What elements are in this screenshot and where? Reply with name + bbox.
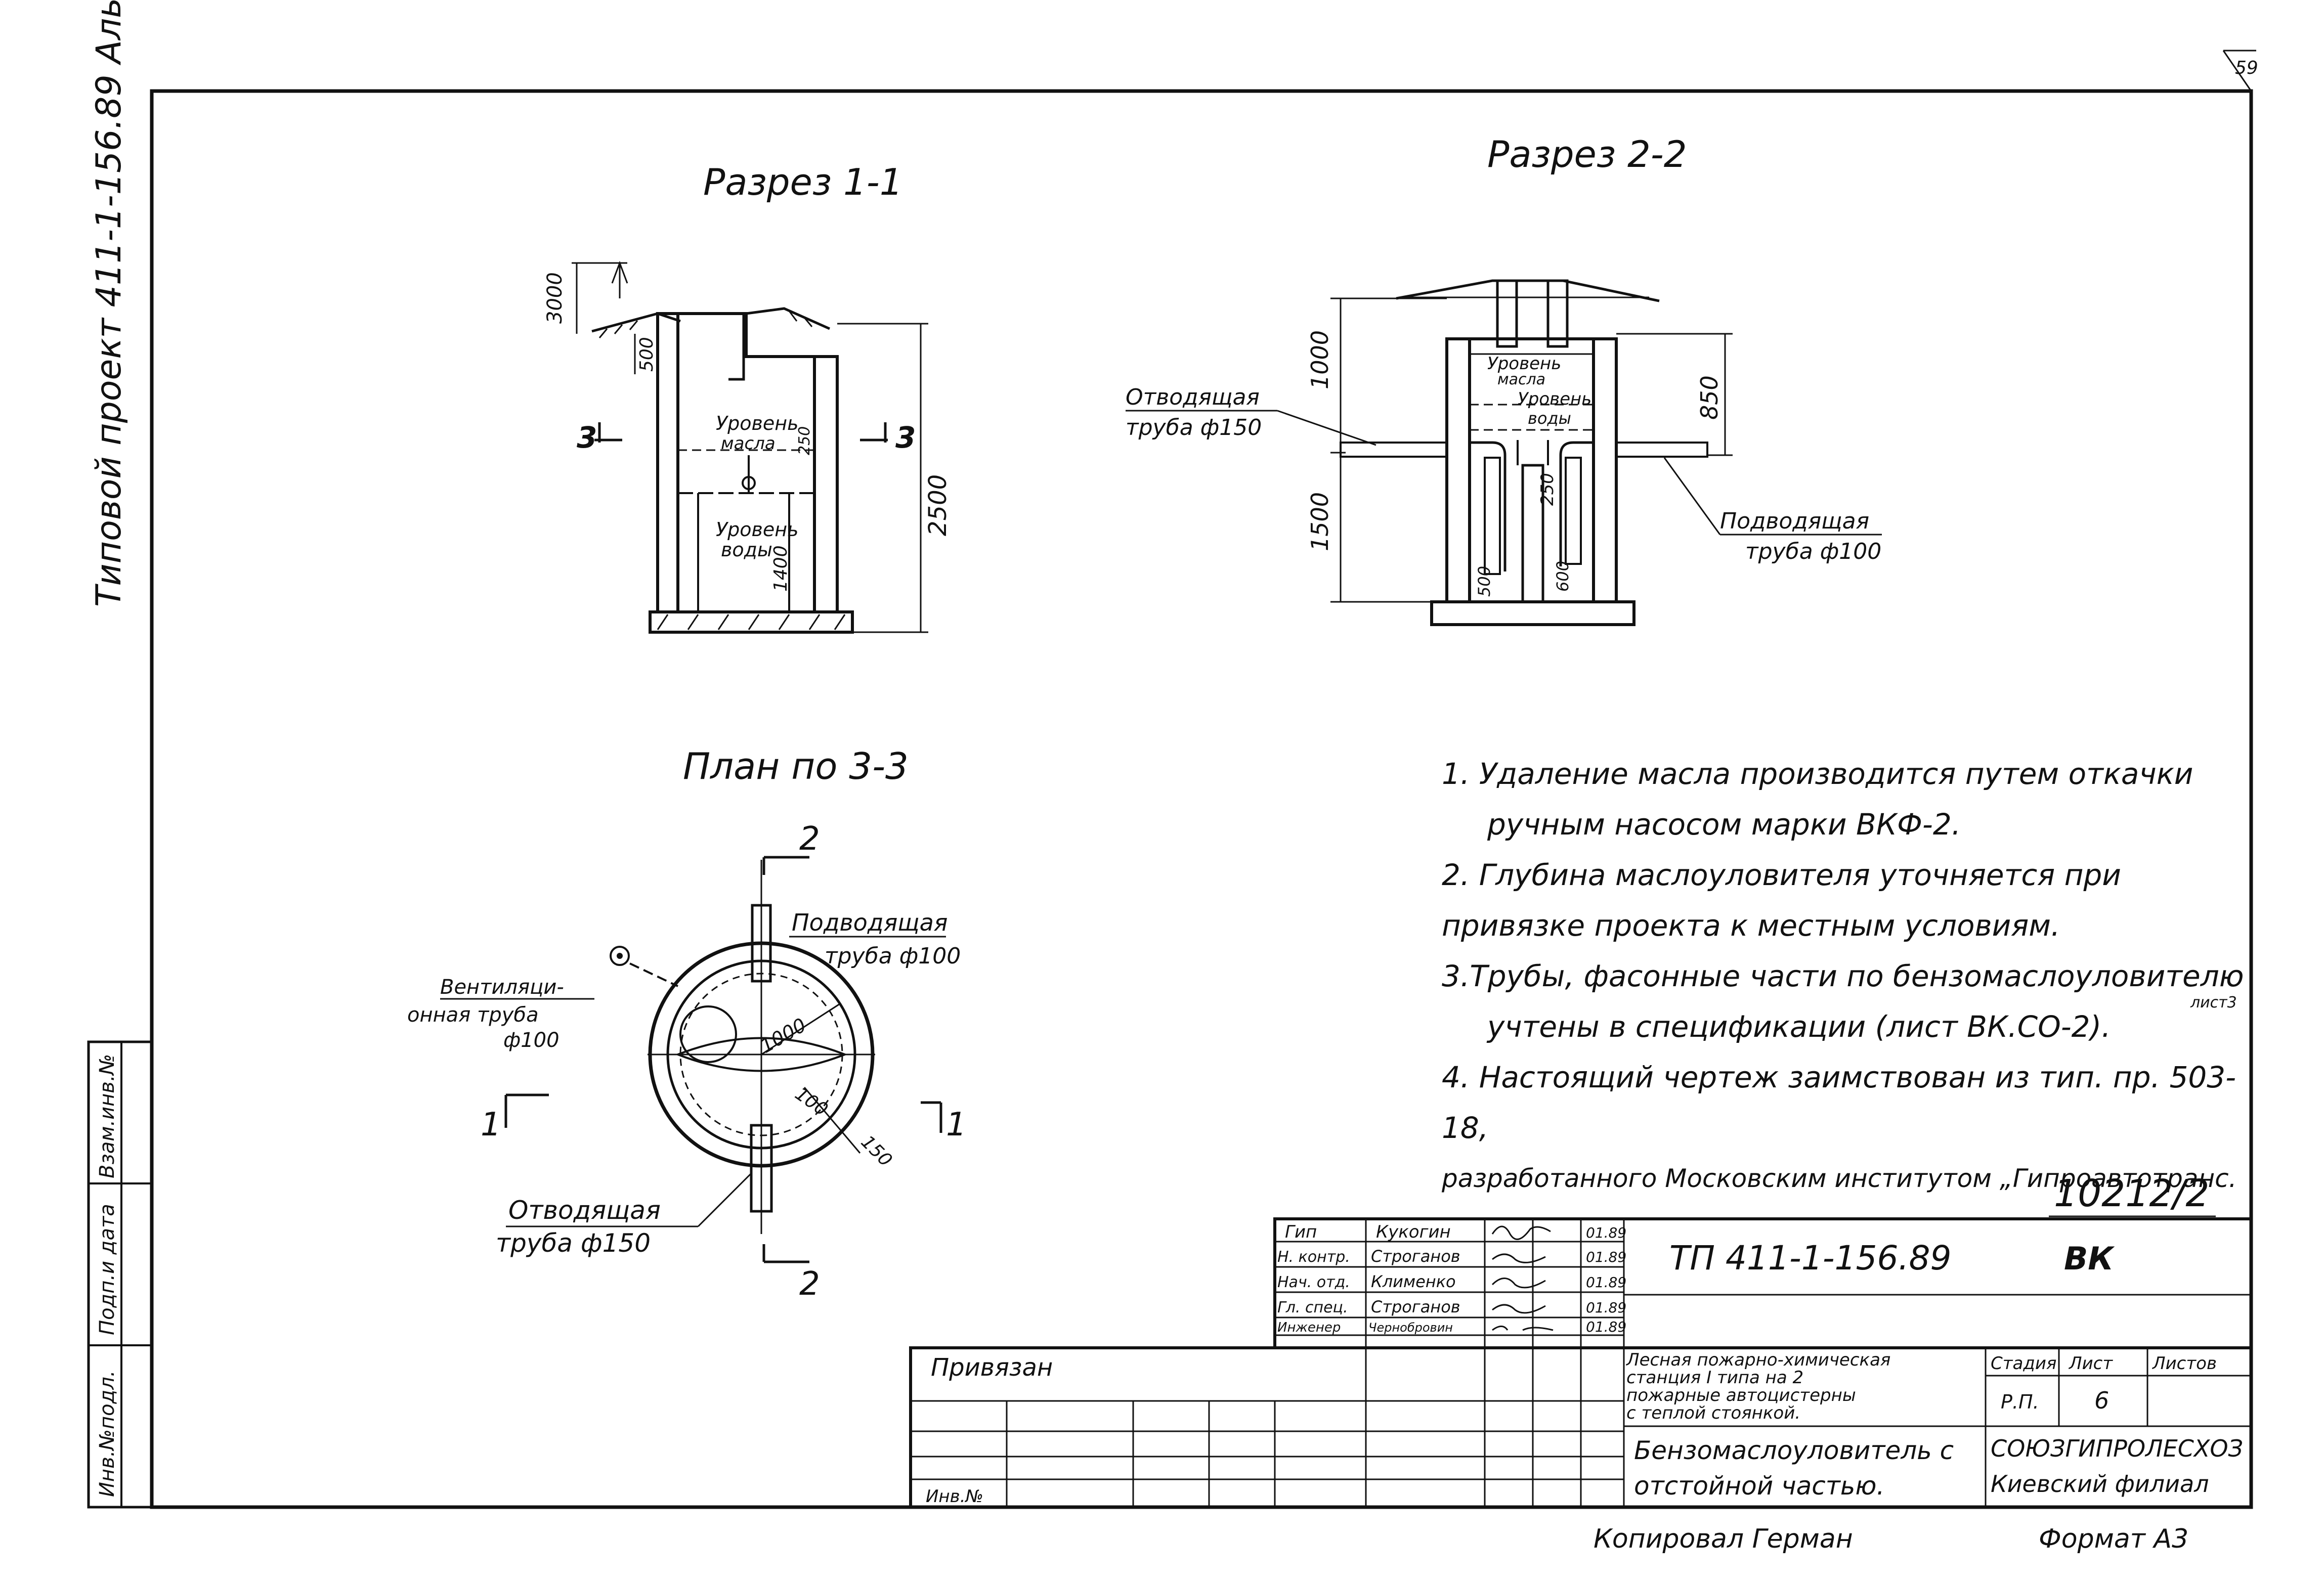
drawing-mark: ВК: [2064, 1240, 2115, 1277]
sig-name-1: Строганов: [1371, 1247, 1460, 1266]
s2-dim-850: 850: [1696, 375, 1723, 420]
s1-dim-1400: 1400: [770, 545, 791, 592]
note-1-line-1: 1. Удаление масла производится путем отк…: [1442, 757, 2193, 791]
plan-outlet-label-1: Отводящая: [508, 1196, 661, 1225]
object-line-4: с теплой стоянкой.: [1626, 1403, 1800, 1423]
plan-title: План по 3-3: [683, 745, 909, 787]
plan-inlet-label-2: труба ф100: [825, 943, 961, 969]
inv-label: Инв.№: [926, 1486, 983, 1507]
section-2-2: Разрез 2-2 1000 1500 850: [1126, 133, 1882, 626]
s1-water-level-2: воды: [721, 539, 772, 561]
notes-block: 1. Удаление масла производится путем отк…: [1442, 749, 2282, 1204]
side-title: Типовой проект 411-1-156.89 Альбом 2: [89, 0, 129, 607]
linked-label: Привязан: [931, 1353, 1053, 1382]
sig-name-0: Кукогин: [1376, 1222, 1451, 1242]
s2-outlet-label-2: труба ф150: [1126, 415, 1262, 441]
organization-1: СОЮЗГИПРОЛЕСХОЗ: [1991, 1435, 2243, 1462]
plan-dim-1000: 1000: [756, 1014, 810, 1057]
note-2-line-1: 2. Глубина маслоуловителя уточняется при: [1442, 858, 2122, 892]
note-3-line-2: учтены в спецификации (лист ВК.СО-2).: [1487, 1009, 2111, 1044]
side-stamp-replaced: Взам.инв.№: [96, 1054, 119, 1178]
plan-vent-label-3: ф100: [503, 1029, 560, 1052]
project-code: ТП 411-1-156.89: [1669, 1239, 1951, 1278]
s1-dim-3000: 3000: [543, 272, 567, 324]
page-number: 59: [2235, 58, 2258, 78]
s1-oil-level-2: масла: [721, 433, 776, 454]
object-line-2: станция I типа на 2: [1626, 1368, 1803, 1388]
sig-date-3: 01.89: [1586, 1299, 1626, 1316]
plan-vent-label-2: онная труба: [407, 1003, 539, 1027]
s2-dim-500: 500: [1475, 566, 1494, 597]
s2-water-level-1: Уровень: [1518, 389, 1591, 409]
side-stamp-inv: Инв.№подл.: [96, 1370, 119, 1497]
sheet-value: 6: [2094, 1387, 2109, 1414]
s1-dim-250: 250: [796, 426, 813, 455]
section-1-title: Разрез 1-1: [703, 161, 903, 203]
sig-date-4: 01.89: [1586, 1318, 1626, 1335]
sig-name-3: Строганов: [1371, 1297, 1460, 1316]
drawing-name-2: отстойной частью.: [1634, 1471, 1884, 1501]
sig-role-0: Гип: [1285, 1222, 1317, 1242]
stage-header: Стадия: [1991, 1353, 2056, 1374]
sig-date-1: 01.89: [1586, 1249, 1626, 1265]
title-block: Гип Кукогин 01.89 Н. контр. Строганов 01…: [909, 1217, 2253, 1509]
s2-inlet-label-1: Подводящая: [1720, 508, 1869, 534]
organization-2: Киевский филиал: [1991, 1470, 2209, 1498]
sig-date-0: 01.89: [1586, 1224, 1626, 1241]
stage-value: Р.П.: [2001, 1391, 2039, 1413]
s2-dim-250: 250: [1537, 473, 1558, 506]
s1-water-level-1: Уровень: [716, 518, 799, 541]
object-line-1: Лесная пожарно-химическая: [1625, 1350, 1890, 1370]
sig-name-2: Клименко: [1371, 1272, 1456, 1291]
side-stamp-signature: Подп.и дата: [96, 1204, 119, 1335]
object-line-3: пожарные автоцистерны: [1626, 1385, 1856, 1405]
footer-copied: Копировал Герман: [1594, 1524, 1853, 1554]
note-2-line-2: привязке проекта к местным условиям.: [1442, 908, 2060, 943]
s2-dim-1500: 1500: [1306, 492, 1333, 551]
note-3-line-1: 3.Трубы, фасонные части по бензомаслоуло…: [1442, 959, 2244, 993]
s1-cut-3-left: 3: [577, 420, 597, 455]
sheet-number: 10212/2: [2054, 1172, 2209, 1215]
sig-date-2: 01.89: [1586, 1274, 1626, 1291]
note-superscript: лист3: [2190, 994, 2237, 1012]
footer-format: Формат А3: [2039, 1524, 2188, 1554]
s1-cut-3-right: 3: [895, 420, 916, 455]
sig-role-3: Гл. спец.: [1277, 1299, 1348, 1316]
sig-role-2: Нач. отд.: [1277, 1273, 1350, 1291]
plan-dim-100: 100: [791, 1083, 832, 1120]
section-1-1: Разрез 1-1 3: [543, 161, 952, 634]
s2-dim-1000: 1000: [1306, 330, 1333, 389]
plan-dim-150: 150: [857, 1131, 896, 1171]
plan-vent-label-1: Вентиляци-: [440, 976, 564, 999]
s2-water-level-2: воды: [1528, 409, 1571, 428]
s2-dim-600: 600: [1553, 561, 1572, 592]
plan-outlet-label-2: труба ф150: [496, 1228, 651, 1258]
plan-cut-2-top: 2: [799, 820, 820, 858]
plan-3-3: План по 3-3 1000 100 150 2 2 1 1 Подво: [407, 745, 967, 1303]
side-stamp: [87, 1040, 153, 1509]
s1-dim-500: 500: [636, 337, 657, 372]
note-4-line-1: 4. Настоящий чертеж заимствован из тип. …: [1442, 1060, 2236, 1145]
s1-dim-2500: 2500: [924, 474, 952, 536]
sig-role-1: Н. контр.: [1277, 1248, 1350, 1266]
s2-outlet-label-1: Отводящая: [1126, 384, 1260, 410]
sheet-header: Лист: [2068, 1353, 2113, 1374]
plan-cut-2-bottom: 2: [799, 1265, 820, 1303]
sig-name-4: Чернобровин: [1368, 1321, 1453, 1335]
sig-role-4: Инженер: [1277, 1320, 1341, 1335]
sheets-header: Листов: [2151, 1353, 2217, 1374]
drawing-name-1: Бензомаслоуловитель с: [1634, 1436, 1954, 1465]
plan-inlet-label-1: Подводящая: [792, 909, 948, 936]
note-1-line-2: ручным насосом марки ВКФ-2.: [1487, 807, 1961, 842]
s2-oil-level-2: масла: [1497, 371, 1545, 388]
plan-cut-1-left: 1: [481, 1106, 501, 1144]
plan-cut-1-right: 1: [946, 1106, 967, 1144]
signature-marks: [1491, 1225, 1554, 1331]
note-4-line-2: разработанного Московским институтом „Ги…: [1442, 1164, 2237, 1193]
s1-oil-level-1: Уровень: [716, 412, 799, 434]
s2-oil-level-1: Уровень: [1487, 354, 1561, 374]
s2-inlet-label-2: труба ф100: [1745, 539, 1881, 564]
section-2-title: Разрез 2-2: [1487, 133, 1687, 175]
